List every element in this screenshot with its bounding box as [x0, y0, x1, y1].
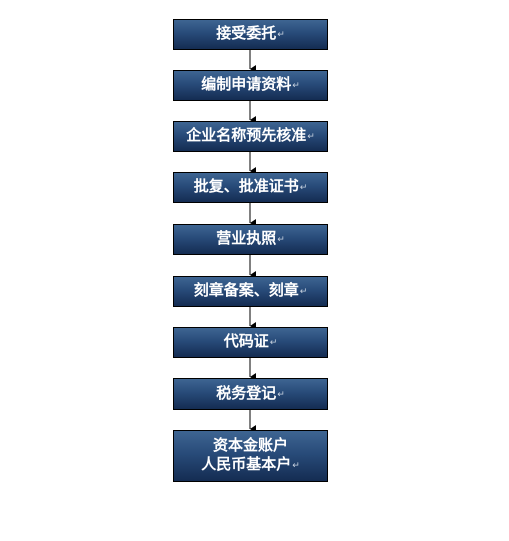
step-label: 批复、批准证书: [193, 177, 299, 195]
step-label: 企业名称预先核准: [186, 126, 307, 144]
step-tax-registration: 税务登记↵: [173, 378, 328, 410]
paragraph-mark-icon: ↵: [277, 235, 285, 245]
paragraph-mark-icon: ↵: [299, 287, 308, 297]
step-label: 刻章备案、刻章: [193, 281, 299, 299]
step-accept-commission: 接受委托↵: [173, 19, 328, 50]
step-organization-code: 代码证↵: [173, 327, 328, 358]
step-label: 税务登记: [216, 383, 277, 402]
step-business-license: 营业执照↵: [173, 224, 328, 255]
step-label-line-1: 资本金账户: [212, 436, 288, 454]
paragraph-mark-icon: ↵: [299, 183, 308, 193]
step-label-line-2: 人民币基本户: [201, 455, 292, 473]
paragraph-mark-icon: ↵: [277, 389, 285, 400]
step-label: 营业执照: [216, 229, 277, 247]
step-label: 编制申请资料: [201, 75, 292, 93]
step-bank-accounts: 资本金账户 人民币基本户↵: [173, 430, 328, 482]
paragraph-mark-icon: ↵: [292, 81, 300, 91]
step-label: 接受委托: [216, 24, 277, 42]
step-name-preapproval: 企业名称预先核准↵: [173, 121, 328, 152]
step-approval-certificate: 批复、批准证书↵: [173, 172, 328, 203]
paragraph-mark-icon: ↵: [292, 461, 300, 471]
step-label: 代码证: [223, 332, 269, 350]
paragraph-mark-icon: ↵: [277, 30, 285, 40]
paragraph-mark-icon: ↵: [269, 338, 278, 348]
step-prepare-application: 编制申请资料↵: [173, 70, 328, 101]
paragraph-mark-icon: ↵: [307, 132, 315, 142]
step-seal-registration: 刻章备案、刻章↵: [173, 276, 328, 307]
